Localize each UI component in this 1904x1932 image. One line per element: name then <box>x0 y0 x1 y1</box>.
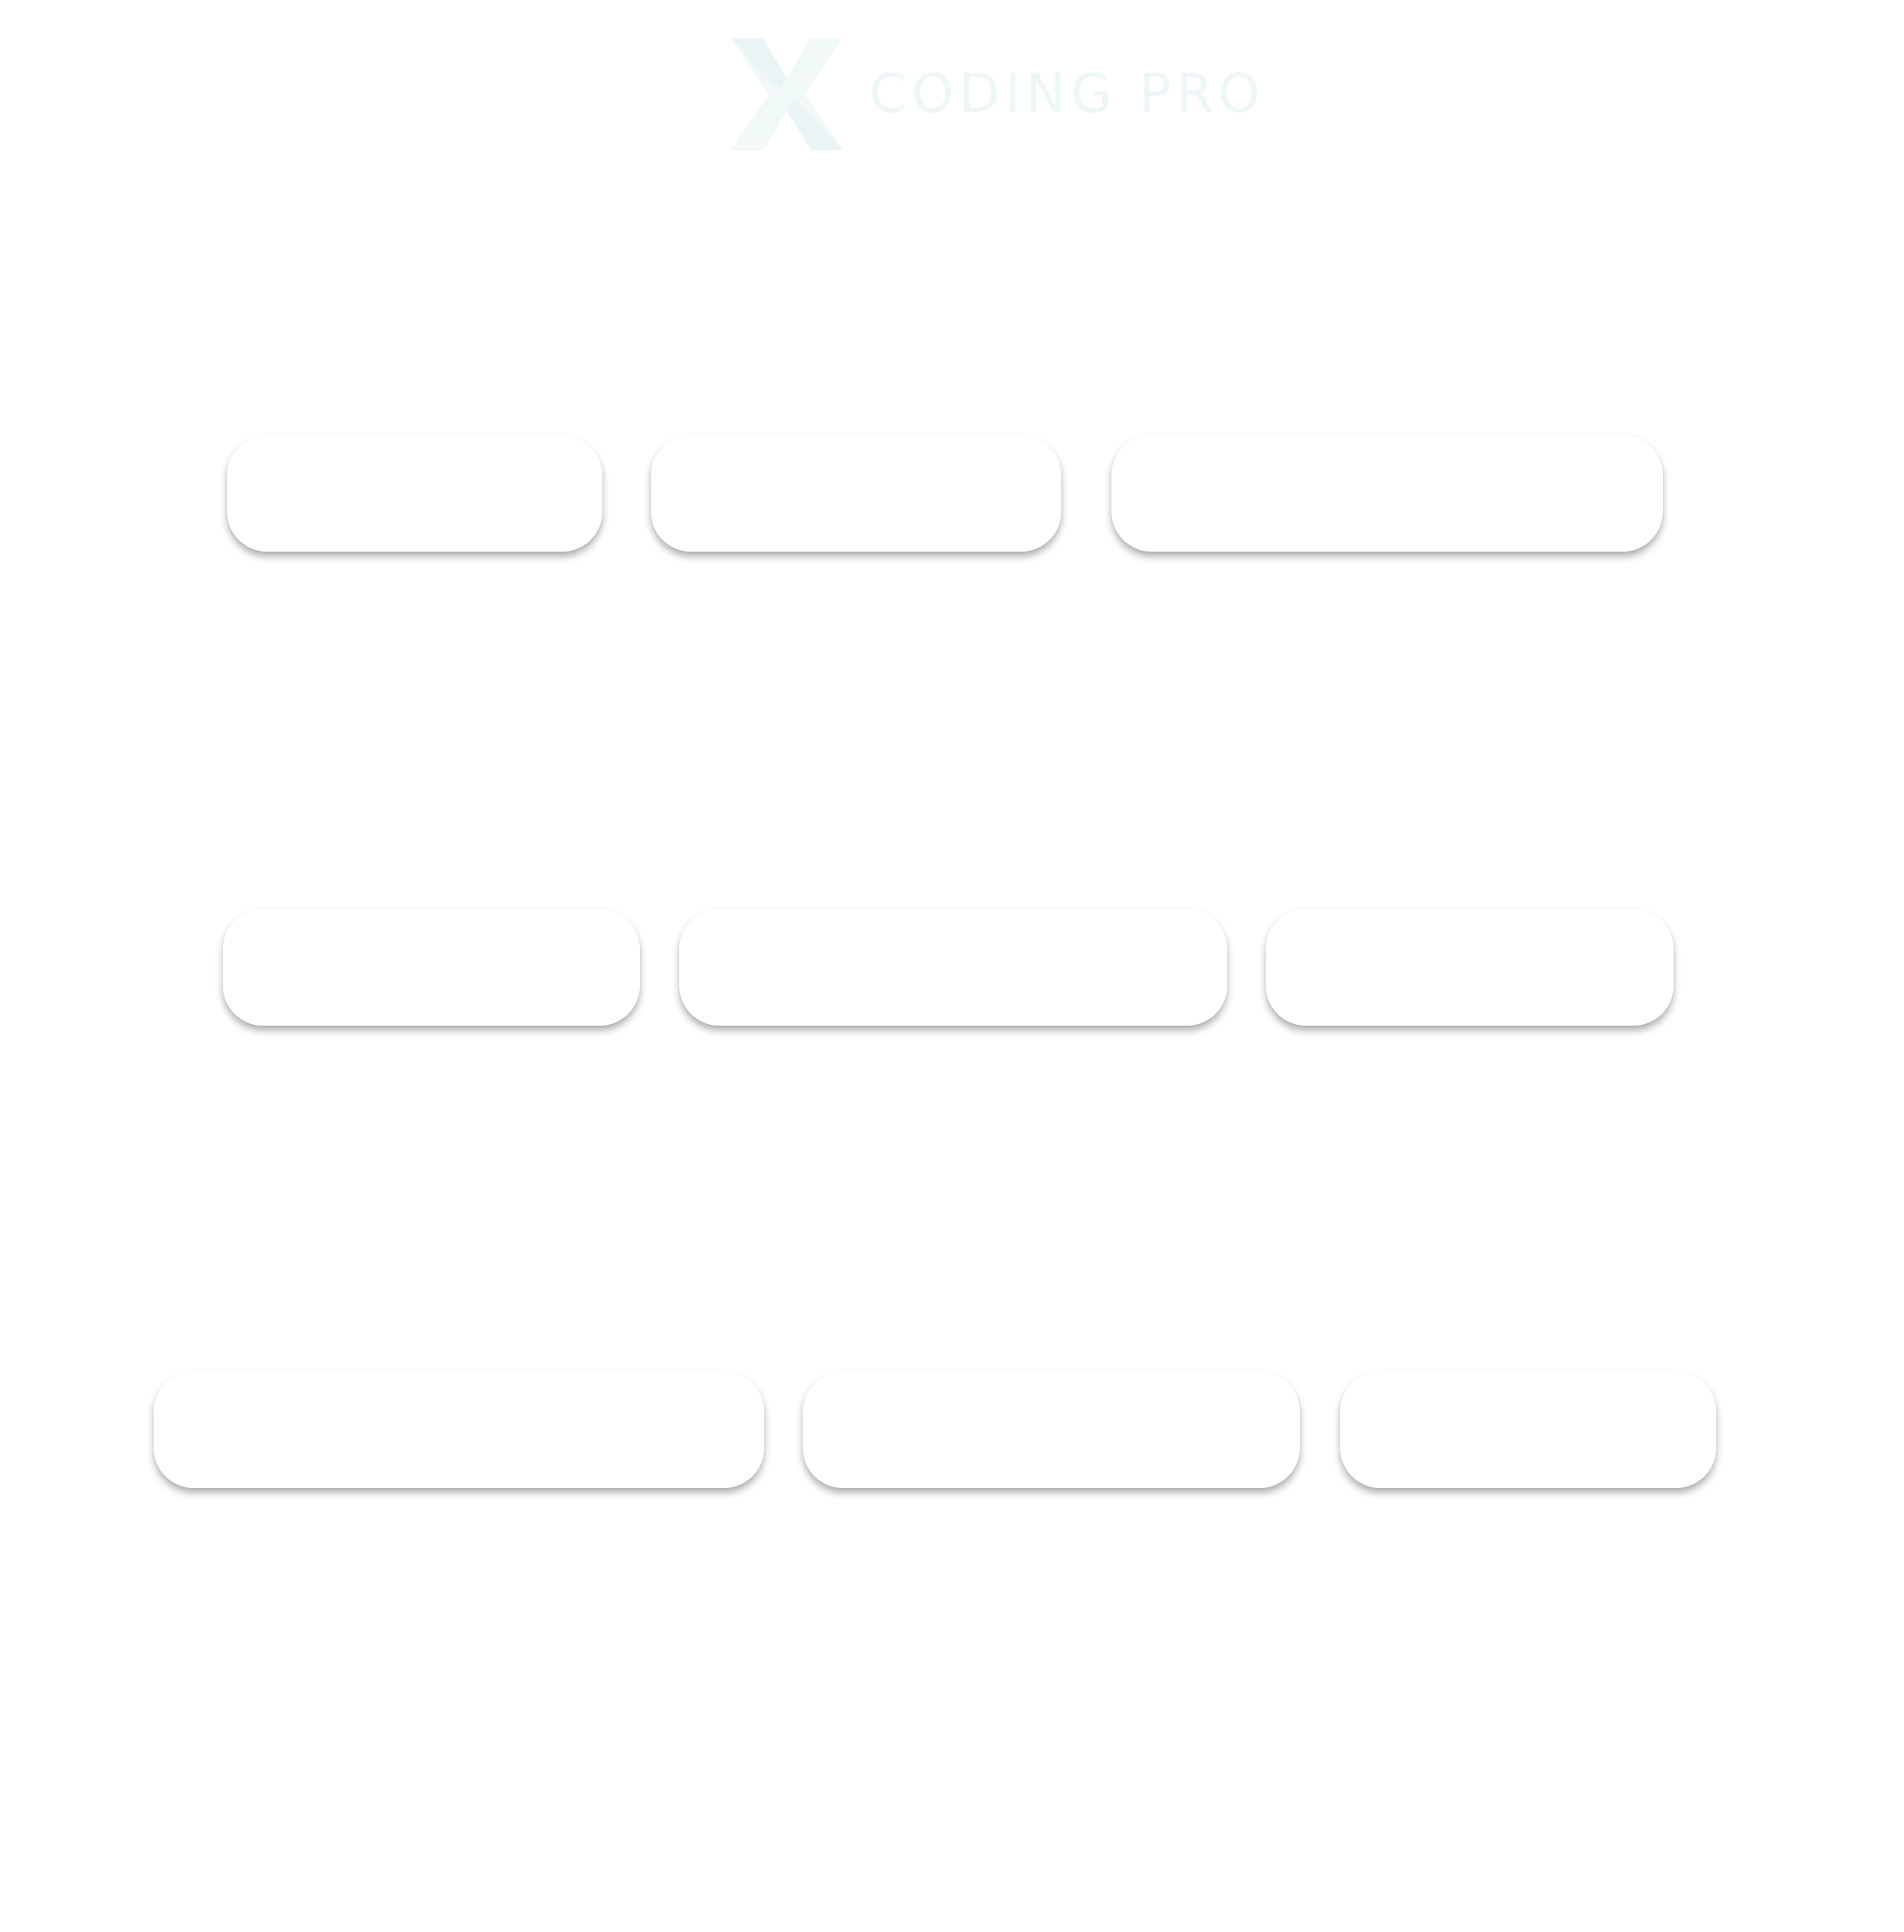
option-button[interactable] <box>803 1371 1300 1488</box>
x-logo-icon <box>731 38 843 150</box>
option-button[interactable] <box>679 909 1227 1026</box>
brand-logo: CODING PRO <box>724 32 1260 157</box>
option-button[interactable] <box>1340 1371 1716 1488</box>
option-button[interactable] <box>1111 435 1663 552</box>
option-button[interactable] <box>227 435 602 552</box>
option-button[interactable] <box>223 909 640 1026</box>
option-button[interactable] <box>1266 909 1674 1026</box>
option-button[interactable] <box>651 435 1061 552</box>
brand-wordmark: CODING PRO <box>869 63 1266 125</box>
option-button[interactable] <box>154 1371 764 1488</box>
